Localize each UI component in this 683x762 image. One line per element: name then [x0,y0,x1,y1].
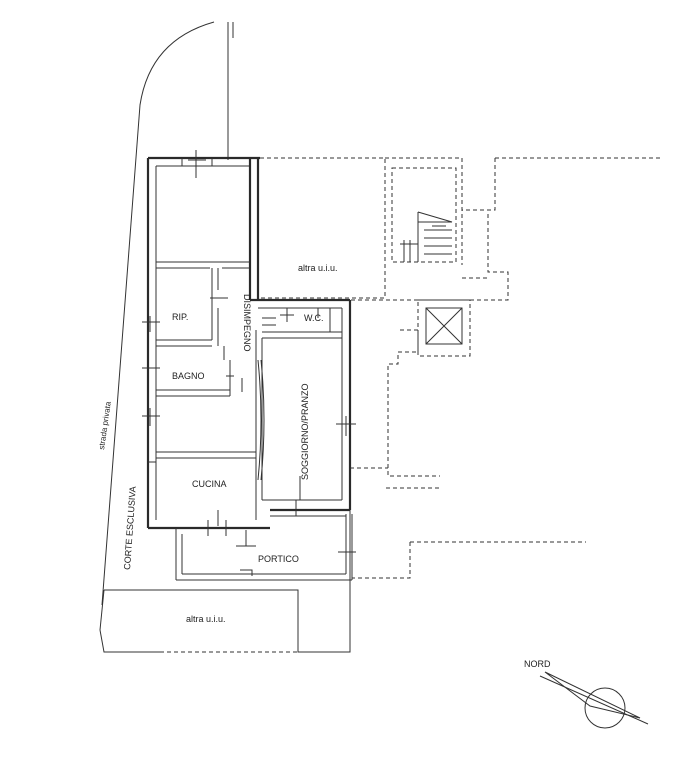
shaft [417,299,471,357]
corte-esclusiva-label: CORTE ESCLUSIVA [122,486,138,570]
stair [400,211,453,262]
strada-privata-label: strada privata [97,400,113,450]
north-compass [539,671,649,729]
private-road [99,21,234,631]
room-disimpegno-label: DISIMPEGNO [242,294,252,352]
room-rip-label: RIP. [172,312,188,322]
openings [142,150,356,536]
room-bagno-label: BAGNO [172,371,205,381]
room-cucina-label: CUCINA [192,479,227,489]
room-wc-label: W.C. [304,313,324,323]
neighbor-right-outline [350,329,586,579]
main-unit-walls [146,156,352,530]
portico-walls [175,500,356,581]
neighbor-top-label: altra u.i.u. [298,263,338,273]
neighbor-top-outline [258,157,662,301]
compass-label: NORD [524,659,551,669]
neighbor-bottom-label: altra u.i.u. [186,614,226,624]
neighbor-bottom-outline [99,510,351,653]
room-soggiorno-label: SOGGIORNO/PRANZO [300,383,310,480]
room-portico-label: PORTICO [258,554,299,564]
